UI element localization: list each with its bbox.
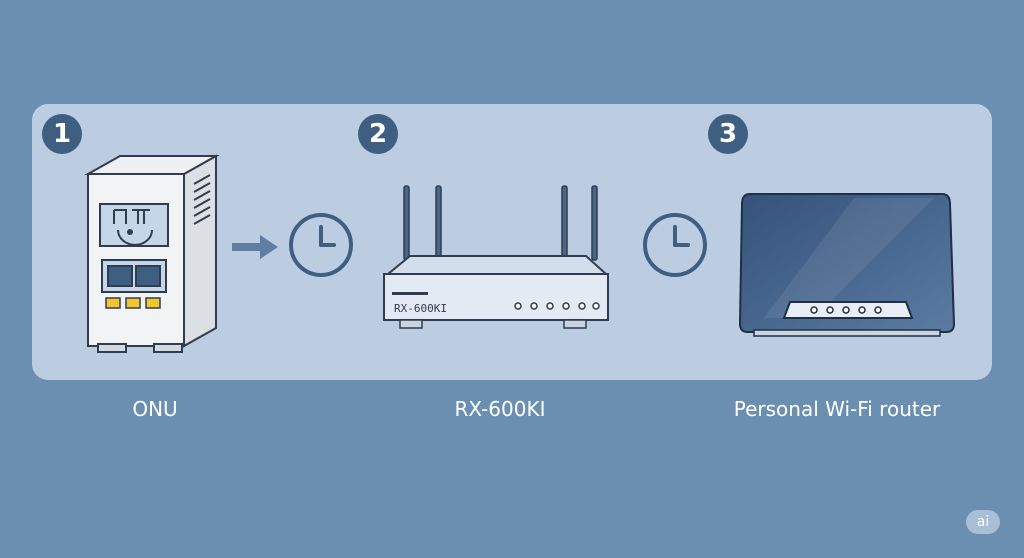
onu-label: ONU: [132, 397, 178, 421]
wifi-router-illustration: [738, 193, 956, 337]
clock-icon: [289, 213, 353, 277]
step-badge-1: 1: [42, 114, 82, 154]
ai-watermark-badge: ai: [966, 510, 1000, 534]
router-device-illustration: [383, 185, 609, 329]
rx-600ki-label: RX-600KI: [454, 397, 546, 421]
step-badge-3: 3: [708, 114, 748, 154]
personal-wifi-router-label: Personal Wi-Fi router: [733, 397, 941, 421]
router-model-label: RX-600KI: [394, 302, 447, 315]
step-badge-2: 2: [358, 114, 398, 154]
arrow-right-icon: [232, 235, 278, 259]
onu-device-illustration: [84, 154, 220, 353]
clock-icon: [643, 213, 707, 277]
